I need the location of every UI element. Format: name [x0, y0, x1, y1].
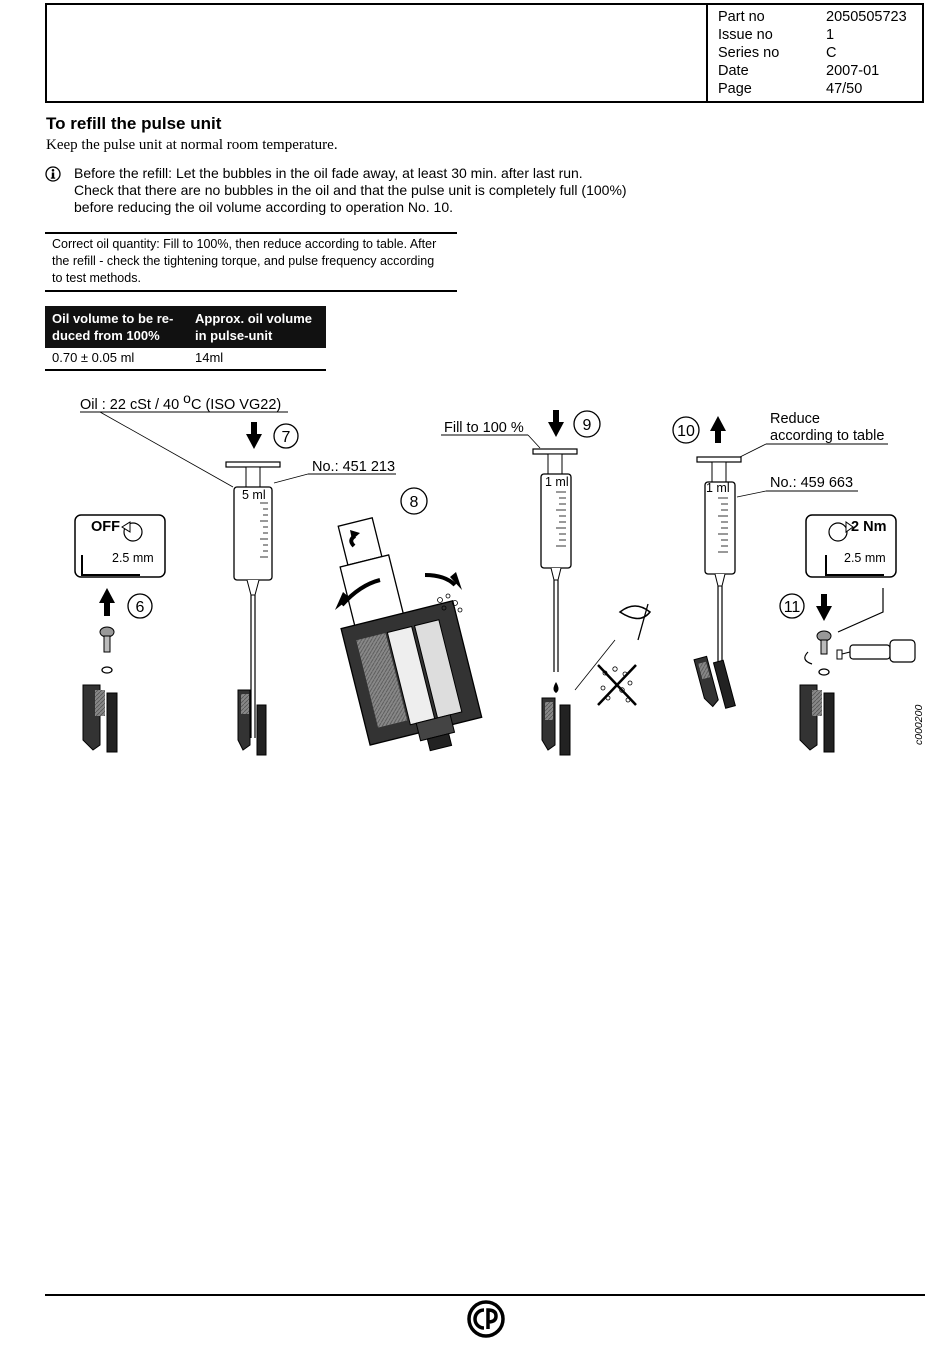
bubbles-icon: [437, 593, 463, 613]
table-cell-reduce-volume: 0.70 ± 0.05 ml: [52, 350, 135, 365]
torque-label: 2 Nm: [851, 519, 886, 535]
section-title: To refill the pulse unit: [46, 114, 222, 133]
step-11-arrow-down-icon: [816, 594, 832, 621]
meta-value-page: 47/50: [826, 81, 863, 97]
step-6-circle: [127, 593, 153, 619]
tool-section-6: [82, 684, 118, 753]
inspect-eye-icon: [574, 603, 652, 691]
step-10-circle: [672, 416, 700, 444]
meta-value-date: 2007-01: [826, 63, 880, 79]
footer-rule: [45, 1294, 925, 1296]
meta-label-series-no: Series no: [718, 45, 780, 61]
step-7-circle: [273, 423, 299, 449]
part-no-459663: No.: 459 663: [770, 475, 853, 491]
table-cell-approx-volume: 14ml: [195, 350, 224, 365]
info-icon: [45, 166, 61, 182]
quantity-note-line-2: the refill - check the tightening torque…: [52, 254, 435, 268]
step-6-arrow-up-icon: [99, 588, 115, 616]
figure-code: c000200: [913, 705, 925, 745]
pulse-unit-drawing: [337, 517, 483, 752]
table-header-col1-line2: duced from 100%: [52, 328, 160, 343]
header-divider: [706, 3, 708, 103]
meta-value-part-no: 2050505723: [826, 9, 907, 25]
cp-logo: [467, 1300, 505, 1338]
meta-label-date: Date: [718, 63, 749, 79]
table-header-col2-line1: Approx. oil volume: [195, 311, 313, 326]
off-instruction-box: [74, 514, 166, 578]
step-7-arrow-down-icon: [246, 422, 262, 449]
table-header-row: [45, 306, 326, 348]
note-top-rule: [45, 232, 457, 234]
oil-spec-label: Oil : 22 cSt / 40 oC (ISO VG22): [80, 390, 281, 413]
syringe-9-volume: 1 ml: [545, 475, 569, 489]
tool-section-10: [693, 655, 736, 709]
step-10-number: 10: [677, 423, 695, 440]
quantity-note-line-3: to test methods.: [52, 271, 141, 285]
step-9-circle: [573, 410, 601, 438]
step-11-number: 11: [784, 599, 801, 616]
meta-value-issue-no: 1: [826, 27, 835, 43]
tool-section-11: [799, 684, 835, 753]
info-line-2: Check that there are no bubbles in the o…: [74, 182, 627, 198]
step-11-circle: [779, 593, 805, 619]
part-no-451213: No.: 451 213: [312, 459, 395, 475]
document-header-box: [45, 3, 924, 103]
reduce-label-line-1: Reduce: [770, 411, 820, 427]
note-bottom-rule: [45, 290, 457, 292]
syringe-5ml: [225, 461, 281, 738]
screw-right: [804, 630, 832, 676]
section-subtitle: Keep the pulse unit at normal room tempe…: [46, 137, 338, 153]
meta-label-issue-no: Issue no: [718, 27, 773, 43]
hex-key-tool: [836, 639, 916, 663]
meta-value-series-no: C: [826, 45, 837, 61]
info-line-1: Before the refill: Let the bubbles in th…: [74, 165, 583, 181]
syringe-10-volume: 1 ml: [706, 481, 730, 495]
hex-size-left: 2.5 mm: [112, 551, 154, 565]
table-bottom-rule: [45, 369, 326, 371]
step-9-arrow-down-icon: [548, 410, 564, 437]
meta-label-page: Page: [718, 81, 752, 97]
step-6-number: 6: [136, 599, 145, 616]
off-label: OFF: [91, 519, 120, 535]
syringe-7-volume: 5 ml: [242, 488, 266, 502]
step-7-number: 7: [282, 429, 291, 446]
fill-label: Fill to 100 %: [444, 420, 524, 436]
refill-procedure-illustration: Oil : 22 cSt / 40 oC (ISO VG22) 7 5 ml N…: [74, 390, 925, 756]
reduce-label-line-2: according to table: [770, 428, 884, 444]
step-8-number: 8: [410, 494, 419, 511]
tool-section-7: [237, 689, 267, 756]
syringe-1ml-fill: [532, 448, 578, 693]
meta-label-part-no: Part no: [718, 9, 765, 25]
step-9-number: 9: [583, 417, 592, 434]
quantity-note-line-1: Correct oil quantity: Fill to 100%, then…: [52, 237, 437, 251]
tool-section-9: [541, 697, 571, 756]
step-8-circle: [400, 487, 428, 515]
screw-left: [99, 626, 115, 674]
step-10-arrow-up-icon: [710, 416, 726, 443]
hex-size-right: 2.5 mm: [844, 551, 886, 565]
info-line-3: before reducing the oil volume according…: [74, 199, 454, 215]
torque-instruction-box: [805, 514, 897, 578]
no-bubbles-icon: [597, 664, 637, 706]
table-header-col2-line2: in pulse-unit: [195, 328, 273, 343]
table-header-col1-line1: Oil volume to be re-: [52, 311, 174, 326]
